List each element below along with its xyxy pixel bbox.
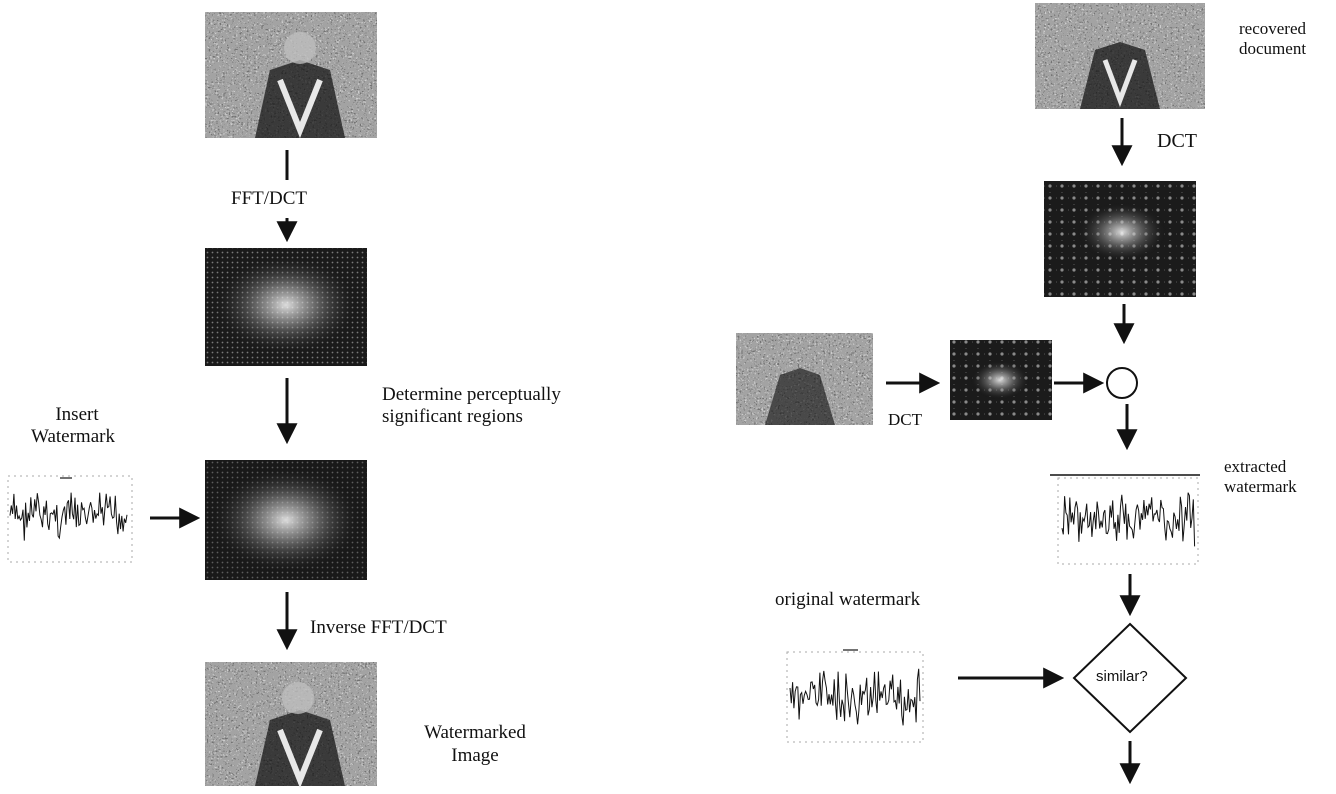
recovered-image: [1035, 3, 1205, 109]
determine-label-line2: significant regions: [382, 406, 523, 427]
original-image: [736, 333, 873, 425]
source-image: [205, 12, 377, 139]
watermarked-label-line1: Watermarked: [424, 722, 526, 743]
original-watermark-label: original watermark: [775, 589, 921, 610]
watermarked-image: [205, 662, 377, 789]
insert-label-line1: Insert: [55, 404, 99, 425]
dct-label-left: DCT: [888, 410, 922, 429]
original-watermark-signal: [786, 649, 924, 743]
extracted-watermark-signal: [1050, 474, 1200, 565]
transform-label: FFT/DCT: [231, 188, 308, 209]
recovered-label-line1: recovered: [1239, 19, 1307, 38]
recovered-label-line2: document: [1239, 39, 1307, 58]
spectrum-image-2: [205, 460, 367, 580]
inverse-transform-label: Inverse FFT/DCT: [310, 617, 447, 638]
watermarked-label-line2: Image: [451, 745, 499, 766]
dct-label-top: DCT: [1157, 130, 1197, 152]
extracted-label-line2: watermark: [1224, 477, 1297, 496]
extracted-label-line1: extracted: [1224, 457, 1287, 476]
insert-watermark-signal: [7, 475, 133, 563]
determine-label-line1: Determine perceptually: [382, 384, 561, 405]
decision-diamond: [1072, 622, 1188, 734]
dct-coefficients-recovered: [1044, 181, 1196, 297]
spectrum-image-1: [205, 248, 367, 366]
insert-label-line2: Watermark: [31, 426, 115, 447]
dct-coefficients-original: [950, 340, 1052, 420]
combiner-node: [1106, 367, 1138, 399]
decision-label: similar?: [1096, 668, 1148, 685]
